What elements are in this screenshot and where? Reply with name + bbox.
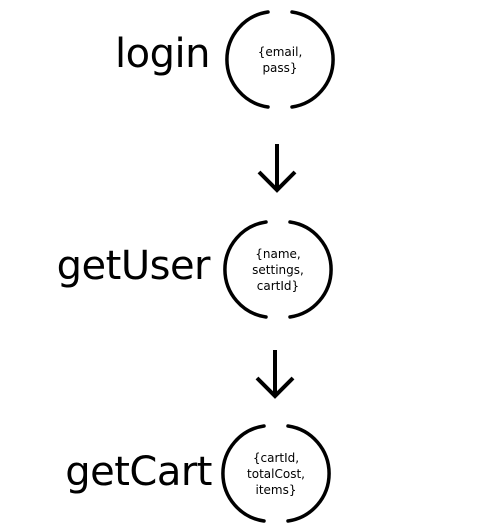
param-line: {cartId, — [252, 451, 300, 465]
circle-brackets-login — [225, 10, 335, 109]
param-line: cartId} — [256, 279, 300, 293]
step-label-login: login — [115, 31, 210, 77]
param-line: {name, — [255, 247, 301, 261]
param-line: totalCost, — [247, 467, 305, 481]
step-params-login: {email, pass} — [240, 44, 320, 76]
circle-brackets-getuser — [223, 220, 333, 319]
step-params-getcart: {cartId, totalCost, items} — [236, 450, 316, 498]
param-line: {email, — [257, 45, 303, 59]
param-line: settings, — [252, 263, 304, 277]
down-arrow-icon — [257, 144, 297, 193]
step-params-getuser: {name, settings, cartId} — [238, 246, 318, 294]
param-line: pass} — [262, 61, 298, 75]
param-line: items} — [255, 483, 297, 497]
step-label-getcart: getCart — [65, 449, 212, 495]
circle-brackets-getcart — [221, 424, 331, 523]
step-label-getuser: getUser — [56, 243, 211, 289]
down-arrow-icon — [255, 350, 295, 399]
